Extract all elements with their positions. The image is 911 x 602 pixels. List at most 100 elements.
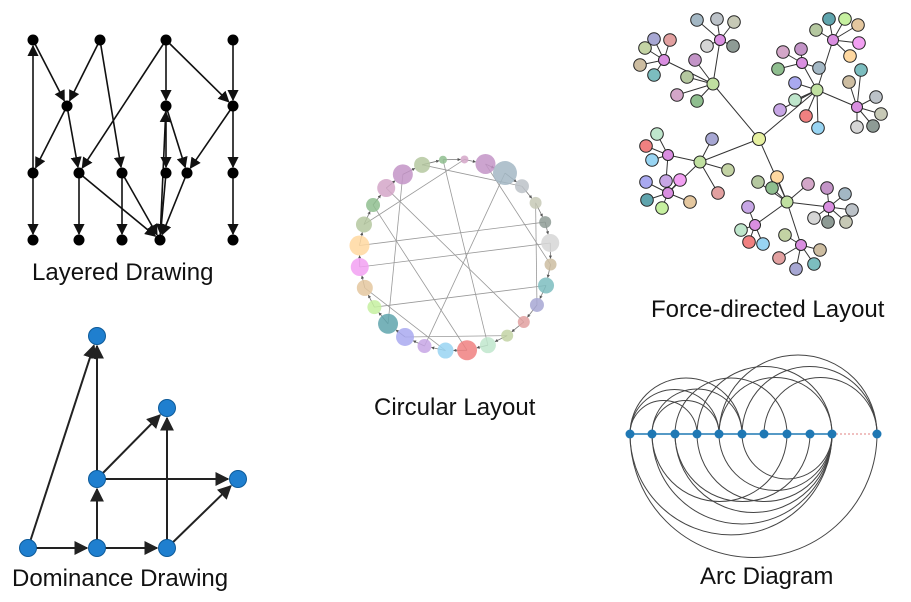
layered-edge xyxy=(35,105,68,169)
force-node xyxy=(706,77,720,91)
circular-node xyxy=(417,339,432,354)
circular-node xyxy=(475,153,496,174)
circular-layout-caption: Circular Layout xyxy=(374,394,536,421)
force-node xyxy=(788,93,802,107)
circular-node xyxy=(366,198,381,213)
force-node xyxy=(771,62,785,76)
circular-node xyxy=(479,337,496,354)
force-node xyxy=(821,215,835,229)
layered-edge xyxy=(165,39,230,103)
circular-node xyxy=(541,233,560,252)
circular-layout xyxy=(349,153,560,361)
dominance-node xyxy=(88,327,106,345)
layered-node xyxy=(160,167,172,179)
force-node xyxy=(838,187,852,201)
circular-edge xyxy=(387,174,404,324)
arc-node xyxy=(782,429,792,439)
force-node xyxy=(772,251,786,265)
force-node xyxy=(807,257,821,271)
dominance-drawing-caption: Dominance Drawing xyxy=(12,565,229,592)
circular-node xyxy=(492,161,517,186)
force-node xyxy=(633,58,647,72)
arc-link xyxy=(629,433,878,558)
force-node xyxy=(866,119,880,133)
arc-link xyxy=(629,433,833,536)
force-node xyxy=(705,132,719,146)
force-node xyxy=(807,211,821,225)
layered-edge xyxy=(99,39,125,169)
circular-edge xyxy=(535,202,538,305)
force-node xyxy=(726,39,740,53)
force-node xyxy=(662,187,674,199)
circular-node xyxy=(349,235,370,256)
force-node xyxy=(662,149,674,161)
layered-edge xyxy=(165,105,188,169)
force-node xyxy=(688,53,702,67)
arc-node xyxy=(647,429,657,439)
arc-link xyxy=(696,366,833,435)
layered-node xyxy=(27,167,39,179)
force-node xyxy=(700,39,714,53)
layered-node xyxy=(73,234,85,246)
force-node xyxy=(727,15,741,29)
force-node xyxy=(851,18,865,32)
force-node xyxy=(640,193,654,207)
circular-node xyxy=(414,156,431,173)
circular-node xyxy=(529,196,542,209)
force-node xyxy=(776,45,790,59)
force-node xyxy=(839,215,853,229)
circular-node xyxy=(539,216,552,229)
force-node xyxy=(789,262,803,276)
dominance-node xyxy=(158,539,176,557)
arc-link xyxy=(718,433,833,491)
circular-edge xyxy=(424,172,506,347)
force-node xyxy=(659,174,673,188)
force-node xyxy=(874,107,888,121)
layered-node xyxy=(94,34,106,46)
force-node xyxy=(852,36,866,50)
force-edge xyxy=(786,201,802,246)
force-node xyxy=(843,49,857,63)
circular-node xyxy=(396,327,415,346)
force-node xyxy=(673,173,687,187)
layered-edge xyxy=(66,105,82,169)
dominance-edge xyxy=(96,414,161,480)
circular-edge xyxy=(359,221,546,246)
force-node xyxy=(770,170,784,184)
force-node xyxy=(714,34,726,46)
circular-edge xyxy=(405,335,508,338)
arc-link xyxy=(741,366,878,435)
force-node xyxy=(810,83,824,97)
layered-node xyxy=(27,34,39,46)
circular-node xyxy=(538,277,555,294)
force-node xyxy=(773,103,787,117)
force-node xyxy=(823,201,835,213)
force-node xyxy=(813,243,827,257)
circular-node xyxy=(377,179,396,198)
circular-node xyxy=(350,258,369,277)
arc-node xyxy=(714,429,724,439)
arc-node xyxy=(625,429,635,439)
layered-node xyxy=(27,234,39,246)
layered-node xyxy=(160,34,172,46)
dominance-node xyxy=(88,470,106,488)
force-node xyxy=(741,200,755,214)
force-node xyxy=(693,155,707,169)
force-node xyxy=(638,41,652,55)
arc-link xyxy=(696,433,833,502)
force-node xyxy=(842,75,856,89)
force-node xyxy=(812,61,826,75)
force-node xyxy=(670,88,684,102)
circular-node xyxy=(367,300,382,315)
layered-node xyxy=(227,100,239,112)
force-node xyxy=(845,203,859,217)
arc-node xyxy=(692,429,702,439)
dominance-node xyxy=(229,470,247,488)
circular-node xyxy=(378,313,399,334)
circular-node xyxy=(356,279,373,296)
arc-link xyxy=(651,433,788,502)
circular-edge xyxy=(372,204,468,351)
arc-link xyxy=(629,377,743,435)
circular-edge xyxy=(364,287,446,351)
force-edge xyxy=(816,89,858,108)
